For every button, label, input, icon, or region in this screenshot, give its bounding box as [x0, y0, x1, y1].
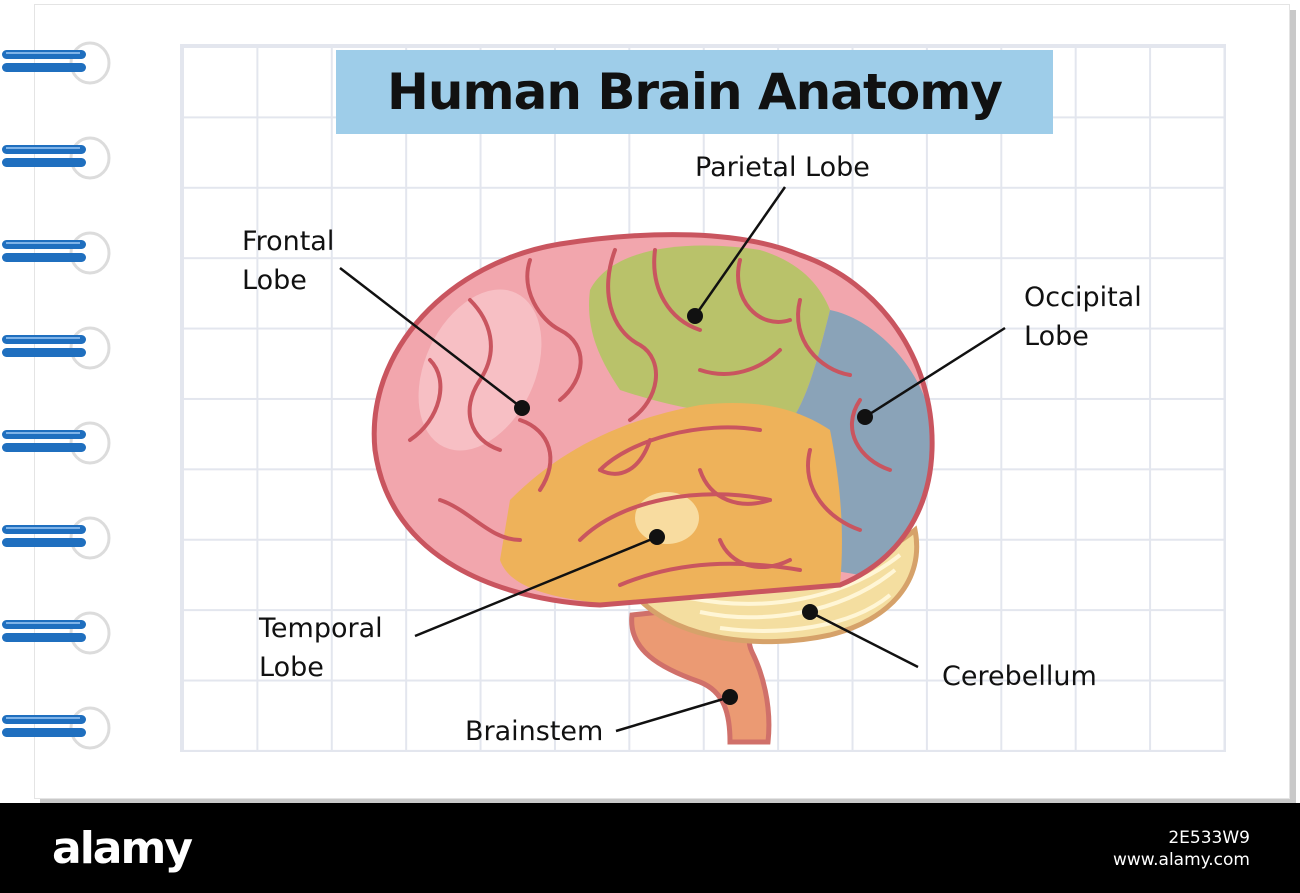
- occipital-lobe-label-line1: Occipital: [1024, 282, 1142, 313]
- brainstem-pointer-line: [615, 695, 731, 733]
- cerebellum-pointer-line: [809, 610, 919, 669]
- cerebellum-folds: [689, 553, 902, 633]
- label-dots: [514, 308, 873, 705]
- occipital-lobe-label-line2: Lobe: [1024, 321, 1089, 352]
- title-banner: Human Brain Anatomy: [336, 50, 1053, 134]
- temporal-lobe-label-line1: Temporal: [259, 613, 383, 644]
- spiral-ring: [2, 421, 111, 465]
- spiral-ring: [2, 326, 111, 370]
- brainstem-dot: [722, 689, 738, 705]
- frontal-dot: [514, 400, 530, 416]
- spiral-ring: [2, 611, 111, 655]
- parietal-lobe-region: [589, 245, 830, 417]
- frontal-lobe-label-line1: Frontal: [242, 226, 335, 257]
- spiral-ring: [2, 706, 111, 750]
- brain-diagram: [339, 186, 1006, 745]
- occipital-dot: [857, 409, 873, 425]
- image-id: 2E533W9: [1168, 828, 1250, 848]
- frontal-pointer-line: [339, 267, 523, 409]
- parietal-pointer-line: [693, 186, 787, 317]
- temporal-highlight: [635, 492, 699, 544]
- frontal-lobe-label-line2: Lobe: [242, 265, 307, 296]
- temporal-lobe-label-line2: Lobe: [259, 652, 324, 683]
- brand-logo: alamy: [52, 823, 193, 874]
- spiral-ring: [2, 136, 111, 180]
- frontal-highlight: [418, 289, 542, 451]
- occipital-pointer-line: [864, 326, 1006, 419]
- temporal-dot: [649, 529, 665, 545]
- cerebellum-label: Cerebellum: [942, 661, 1097, 692]
- temporal-pointer-line: [414, 535, 658, 638]
- occipital-lobe-label: Occipital Lobe: [1024, 278, 1142, 356]
- brainstem-label: Brainstem: [465, 716, 604, 747]
- site-url: www.alamy.com: [1112, 850, 1250, 870]
- watermark-footer: alamy 2E533W9 www.alamy.com: [0, 803, 1300, 893]
- parietal-lobe-label: Parietal Lobe: [695, 152, 870, 183]
- spiral-ring: [2, 516, 111, 560]
- label-pointers: [339, 186, 1006, 733]
- cerebrum-outline: [371, 232, 935, 608]
- temporal-lobe-label: Temporal Lobe: [259, 609, 383, 687]
- parietal-dot: [687, 308, 703, 324]
- cerebellum-dot: [802, 604, 818, 620]
- frontal-lobe-label: Frontal Lobe: [242, 222, 334, 300]
- page-title: Human Brain Anatomy: [387, 63, 1003, 121]
- brain-gyri: [408, 248, 892, 587]
- spiral-ring: [2, 231, 111, 275]
- spiral-ring: [2, 41, 111, 85]
